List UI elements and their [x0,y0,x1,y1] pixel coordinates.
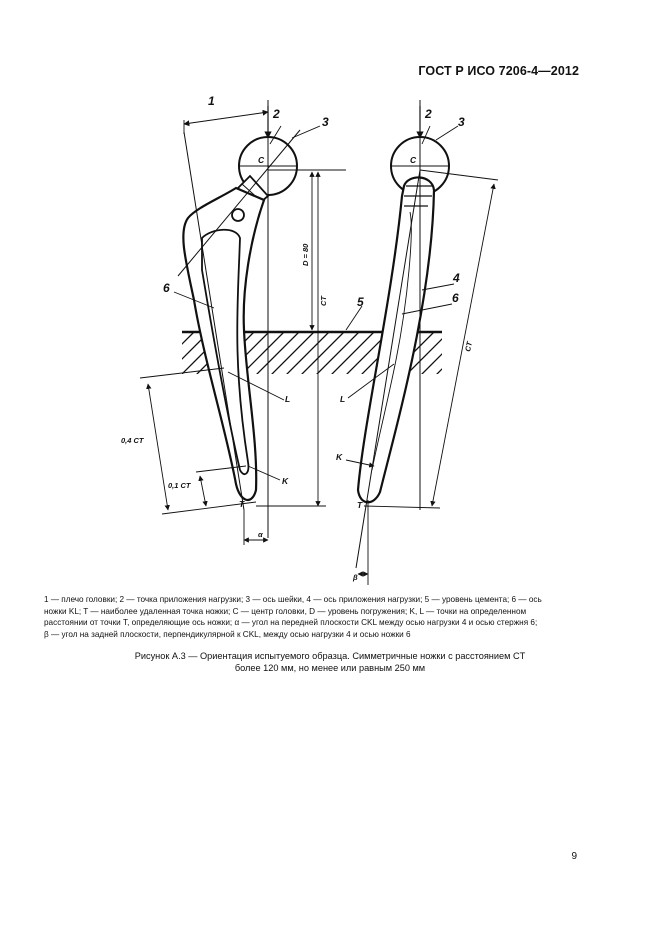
test-orientation-figure: 1 2 3 2 3 4 5 6 6 C C L L K K T T α β D … [121,94,499,585]
label-d-80: D = 80 [301,243,310,266]
cement-hatch-line [271,332,315,374]
legend-line: ножки KL; T — наиболее удаленная точка н… [44,606,527,616]
page-number: 9 [571,851,577,862]
label-c-right: C [410,155,417,165]
stem-outline-right [356,176,436,504]
cement-hatch-line [301,332,345,374]
label-1: 1 [208,94,215,108]
cement-hatch-line [182,332,195,345]
stem-lateral-view [345,100,499,585]
label-6-left: 6 [163,281,170,295]
standard-header: ГОСТ Р ИСО 7206-4—2012 [418,64,579,78]
label-2-right: 2 [424,107,432,121]
figure-caption: Рисунок А.3 — Ориентация испытуемого обр… [60,650,600,674]
cement-hatch-line [316,332,360,374]
cement-hatch-line [421,353,442,374]
cement-hatch-line [450,332,494,376]
label-2-left: 2 [272,107,280,121]
label-l-right: L [340,394,345,404]
label-k-right: K [336,452,343,462]
legend-line: расстоянии от точки T, определяющие ось … [44,618,538,628]
label-beta: β [352,573,358,582]
label-c-left: C [258,155,265,165]
label-5: 5 [357,295,364,309]
caption-line-1: Рисунок А.3 — Ориентация испытуемого обр… [134,651,526,661]
label-4: 4 [452,271,460,285]
stem-outline-left [182,186,266,501]
legend-line: 1 — плечо головки; 2 — точка приложения … [44,595,542,604]
label-t-left: T [239,499,245,509]
label-ct-centre: CT [319,295,328,306]
label-ct-right: CT [463,339,474,352]
legend-line: β — угол на задней плоскости, перпендику… [44,629,411,639]
label-alpha: α [258,530,263,539]
cement-hatch-line [256,332,300,374]
label-k-left: K [282,476,289,486]
label-6-right: 6 [452,291,459,305]
label-0-1-ct: 0,1 CT [168,481,192,490]
label-3-left: 3 [322,115,329,129]
cement-hatch-line [331,332,375,374]
label-l-left: L [285,394,290,404]
figure-labels: 1 2 3 2 3 4 5 6 6 C C L L K K T T α β D … [121,94,474,582]
cement-hatch-line [286,332,330,374]
label-0-4-ct: 0,4 CT [121,436,145,445]
label-3-right: 3 [458,115,465,129]
caption-line-2: более 120 мм, но менее или равным 250 мм [234,663,426,673]
figure-legend: 1 — плечо головки; 2 — точка приложения … [44,594,620,640]
depth-dimensions [256,169,346,507]
label-t-right: T [357,500,363,510]
stem-anterior-view [139,100,321,545]
